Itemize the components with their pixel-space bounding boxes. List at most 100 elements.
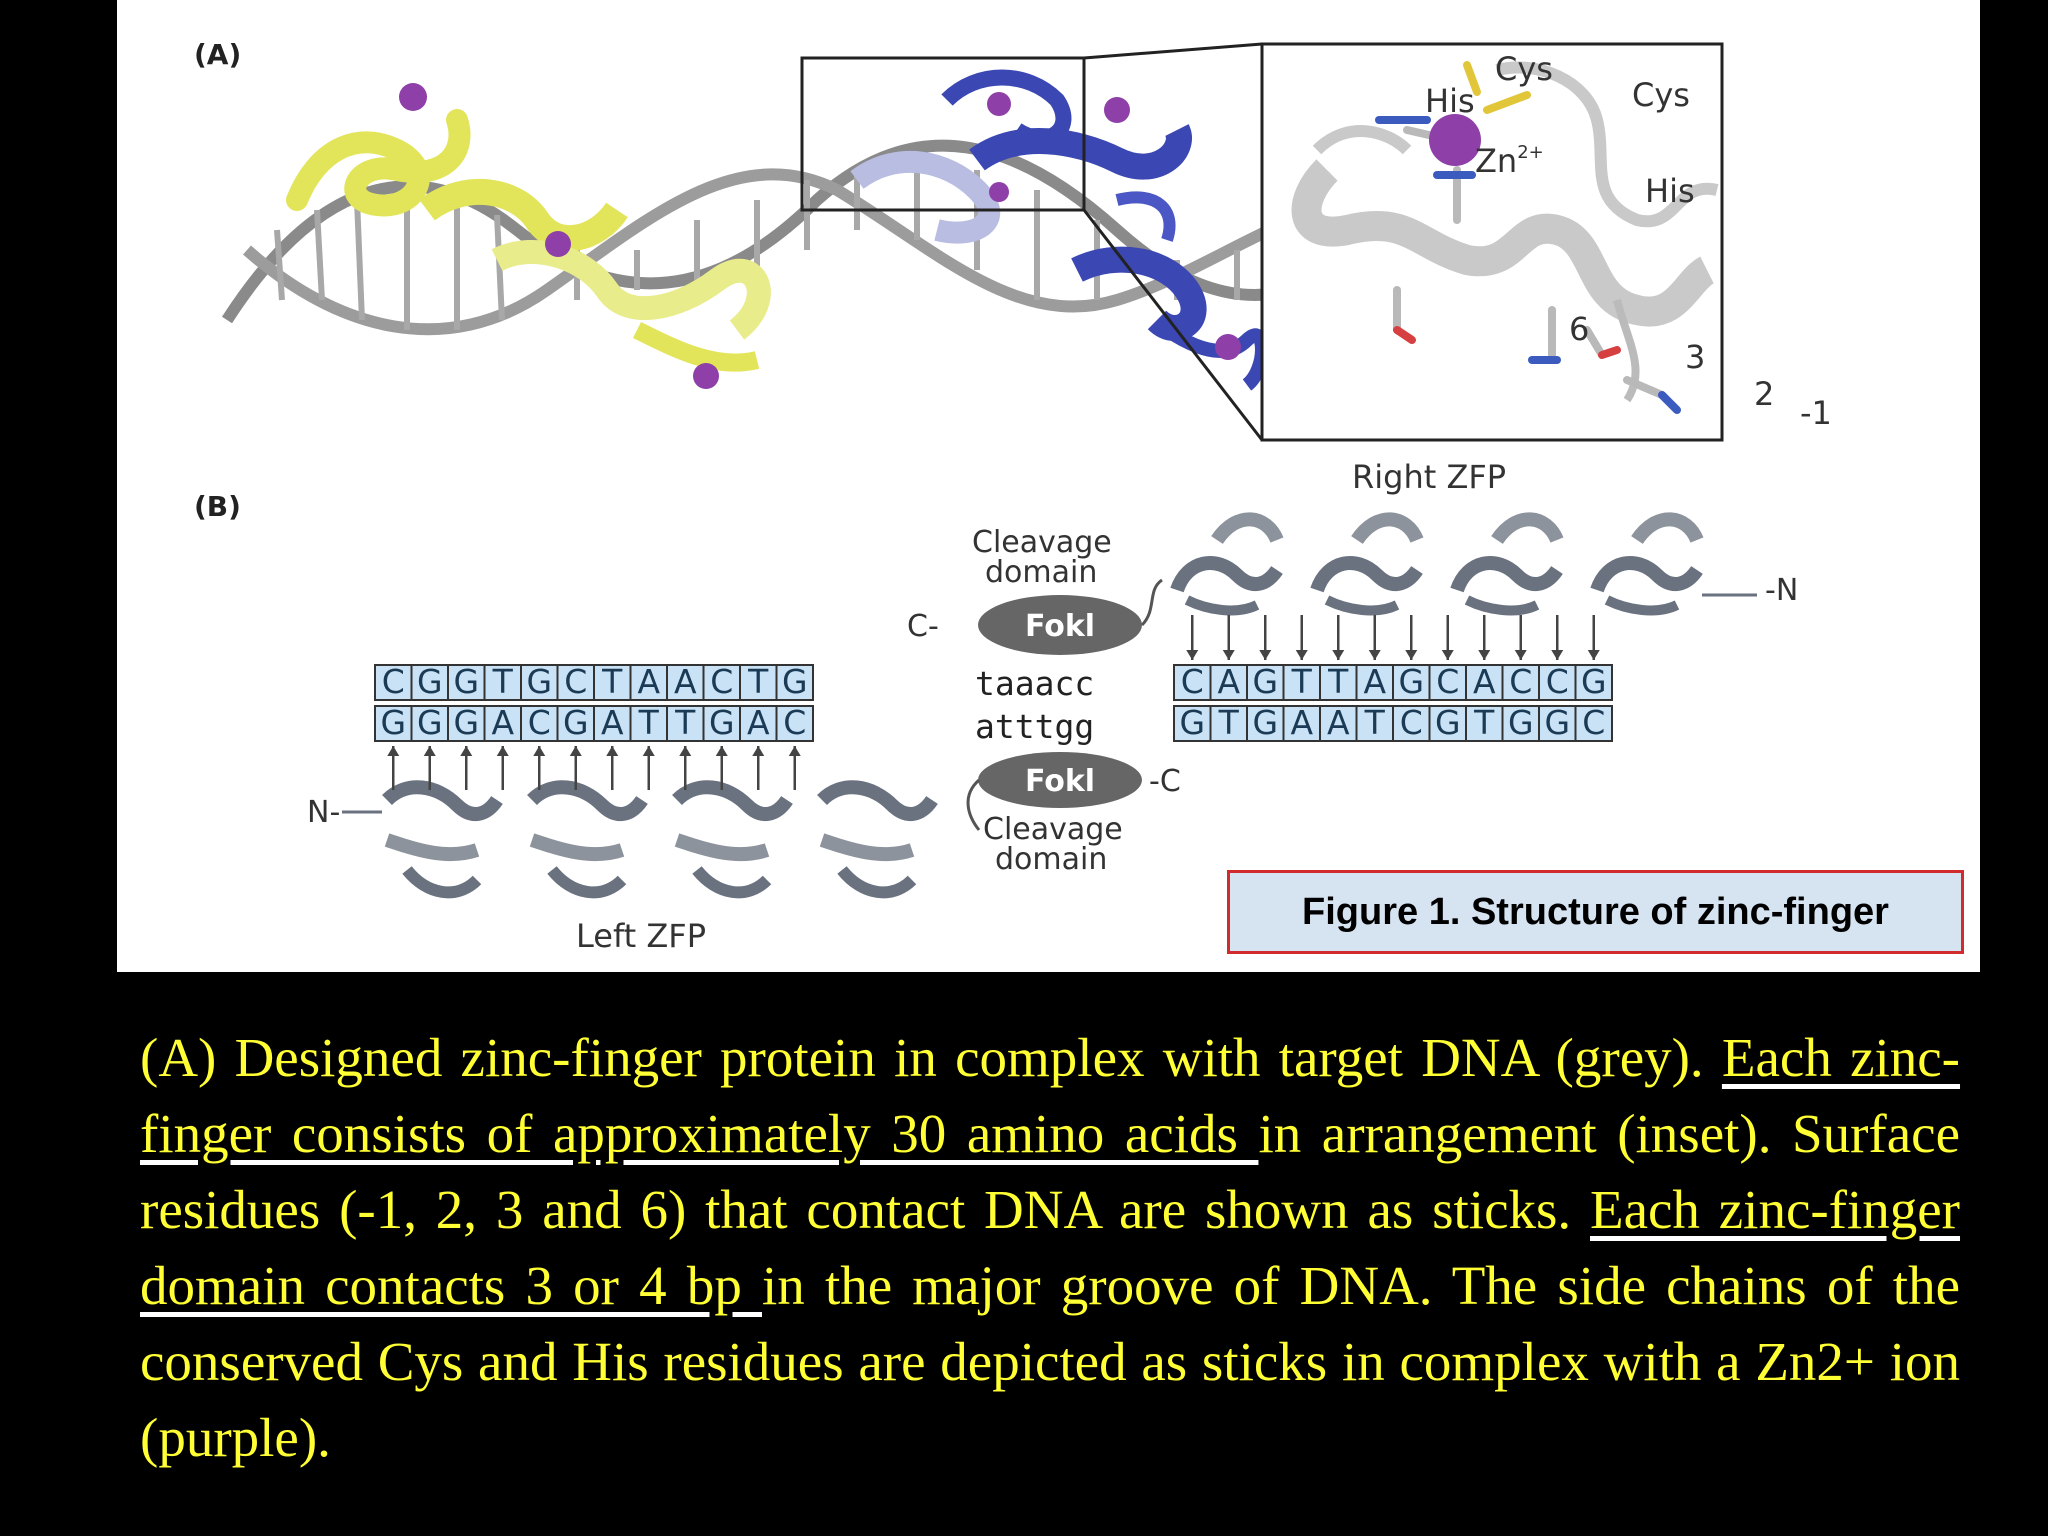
contact-arrowhead xyxy=(496,746,509,756)
contact-arrowhead xyxy=(752,746,765,756)
dna-base: T xyxy=(1465,703,1504,742)
right-contact-arrows xyxy=(1186,615,1600,660)
contact-arrowhead xyxy=(1259,650,1272,660)
dna-base-letter: T xyxy=(1327,662,1349,701)
contact-arrowhead xyxy=(642,746,655,756)
description-part-4-underlined: Each zinc-finger domain contacts 3 or 4 … xyxy=(140,1179,1961,1316)
left-finger-3 xyxy=(672,780,793,899)
dna-base: G xyxy=(556,703,595,742)
zinc-ions xyxy=(399,83,1241,389)
dna-base: C xyxy=(1173,662,1212,701)
right-zfp-label: Right ZFP xyxy=(1352,458,1506,496)
panel-b-label: (B) xyxy=(194,490,241,523)
contact-arrowhead xyxy=(1222,650,1235,660)
dna-base-letter: A xyxy=(1217,662,1240,701)
right-finger-2 xyxy=(1310,512,1424,616)
figure-description: (A) Designed zinc-finger protein in comp… xyxy=(140,1020,1960,1476)
dna-base: T xyxy=(666,703,705,742)
contact-arrowhead xyxy=(1368,650,1381,660)
dna-base: G xyxy=(1538,703,1577,742)
dna-base: T xyxy=(593,662,632,701)
contact-arrowhead xyxy=(533,746,546,756)
dna-base-letter: T xyxy=(1218,703,1240,742)
top-strand-linker: taaacc xyxy=(975,664,1094,703)
description-part-1: (A) Designed zinc-finger protein in comp… xyxy=(140,1027,1704,1088)
dna-base-letter: A xyxy=(491,703,514,742)
dna-base-letter: T xyxy=(492,662,514,701)
dna-base-letter: T xyxy=(1364,703,1386,742)
dna-base-letter: G xyxy=(1544,703,1570,742)
dna-base-letter: G xyxy=(1508,703,1534,742)
dna-base: T xyxy=(739,662,778,701)
right-finger-4 xyxy=(1590,512,1757,616)
dna-base: A xyxy=(1355,662,1394,701)
dna-base-letter: T xyxy=(1291,662,1313,701)
cleavage-domain-bottom-line2: domain xyxy=(995,842,1107,877)
cleavage-domain-top-line2: domain xyxy=(985,555,1097,590)
left-finger-4 xyxy=(817,780,938,899)
left-finger-2 xyxy=(527,780,648,899)
dna-base: C xyxy=(1538,662,1577,701)
dna-base-letter: C xyxy=(1582,703,1605,742)
dna-base: G xyxy=(1173,703,1212,742)
bottom-strand-linker: atttgg xyxy=(975,707,1094,746)
inset-zn-charge: 2+ xyxy=(1517,142,1544,163)
light-blue-protein-segment xyxy=(850,150,1001,244)
fokl-bottom-label: Fokl xyxy=(1025,764,1095,799)
dna-base-letter: G xyxy=(782,662,808,701)
yellow-zinc-finger-protein xyxy=(286,109,771,372)
dna-base: G xyxy=(1501,703,1540,742)
right-zfp-fingers xyxy=(1170,512,1757,616)
dna-base-letter: C xyxy=(1436,662,1459,701)
dna-base: C xyxy=(520,703,559,742)
dna-base: G xyxy=(374,703,413,742)
inset-his-left-label: His xyxy=(1425,82,1475,120)
dna-base: G xyxy=(410,703,449,742)
left-zfp-label: Left ZFP xyxy=(576,917,706,955)
contact-arrowhead xyxy=(606,746,619,756)
c-terminal-top-label: C- xyxy=(907,609,939,644)
dna-base: T xyxy=(1355,703,1394,742)
dna-base-letter: T xyxy=(638,703,660,742)
inset-cys-top-label: Cys xyxy=(1495,50,1553,88)
dna-base: A xyxy=(629,662,668,701)
dna-base-letter: T xyxy=(747,662,769,701)
dna-base: G xyxy=(447,703,486,742)
inset-residue-2-label: 2 xyxy=(1754,375,1774,413)
contact-arrowhead xyxy=(1405,650,1418,660)
dna-base-letter: G xyxy=(1252,662,1278,701)
dna-base-letter: C xyxy=(710,662,733,701)
contact-arrowhead xyxy=(569,746,582,756)
contact-arrowhead xyxy=(788,746,801,756)
dna-base-letter: G xyxy=(417,703,443,742)
dna-base-letter: G xyxy=(1179,703,1205,742)
inset-his-mid-label: His xyxy=(1645,172,1695,210)
dna-base: G xyxy=(775,662,814,701)
dna-base: T xyxy=(1282,662,1321,701)
zoom-line-bottom xyxy=(1082,209,1264,441)
contact-arrowhead xyxy=(1551,650,1564,660)
dna-base: C xyxy=(374,662,413,701)
dna-base-letter: C xyxy=(528,703,551,742)
inset-zn-label: Zn2+ xyxy=(1475,142,1544,180)
right-finger-1 xyxy=(1170,512,1284,616)
dna-base-letter: G xyxy=(563,703,589,742)
dna-base: G xyxy=(447,662,486,701)
dna-base: T xyxy=(629,703,668,742)
dna-base: G xyxy=(1428,703,1467,742)
dna-base-letter: G xyxy=(1252,703,1278,742)
left-finger-1 xyxy=(382,780,503,899)
contact-arrowhead xyxy=(1332,650,1345,660)
dna-base: C xyxy=(702,662,741,701)
dna-base: A xyxy=(739,703,778,742)
blue-zinc-finger-protein xyxy=(941,69,1269,391)
contact-arrowhead xyxy=(423,746,436,756)
contact-arrowhead xyxy=(1441,650,1454,660)
dna-base-letter: G xyxy=(417,662,443,701)
dna-base-letter: G xyxy=(1398,662,1424,701)
dna-base-letter: G xyxy=(1581,662,1607,701)
